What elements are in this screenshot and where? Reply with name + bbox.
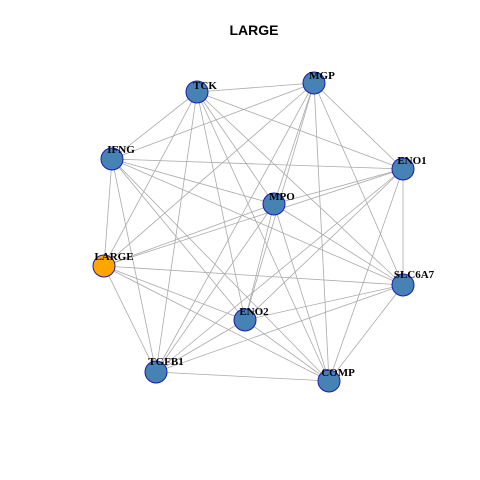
edge-tck-mpo <box>196 91 275 205</box>
edge-ifng-large <box>103 158 113 267</box>
edge-mgp-mpo <box>273 82 315 205</box>
edge-mpo-comp <box>273 203 330 382</box>
edge-tck-comp <box>196 91 330 382</box>
node-label-eno2: ENO2 <box>239 306 269 318</box>
edge-tck-slc6a7 <box>196 91 404 286</box>
edge-slc6a7-eno2 <box>244 284 404 321</box>
edge-slc6a7-tgfb1 <box>155 284 404 373</box>
edge-layer <box>103 82 404 382</box>
edge-tck-tgfb1 <box>155 91 198 373</box>
edge-mgp-large <box>103 82 315 267</box>
edge-eno2-tgfb1 <box>155 319 246 373</box>
node-label-ifng: IFNG <box>107 144 135 156</box>
node-mpo <box>262 192 286 216</box>
edge-eno1-tgfb1 <box>155 168 404 373</box>
edge-mpo-large <box>103 203 275 267</box>
node-label-tck: TCK <box>193 80 217 92</box>
edge-eno1-eno2 <box>244 168 404 321</box>
edge-mgp-tgfb1 <box>155 82 315 373</box>
node-label-large: LARGE <box>94 251 133 263</box>
edge-mgp-eno1 <box>313 82 404 170</box>
edge-ifng-tgfb1 <box>111 158 157 373</box>
node-label-comp: COMP <box>321 367 355 379</box>
edge-eno2-comp <box>244 319 330 382</box>
node-tgfb1 <box>144 360 168 384</box>
edge-mpo-eno2 <box>244 203 275 321</box>
edge-ifng-slc6a7 <box>111 158 404 286</box>
edge-eno1-comp <box>328 168 404 382</box>
edge-ifng-eno2 <box>111 158 246 321</box>
node-label-mgp: MGP <box>309 70 335 82</box>
edge-mgp-comp <box>313 82 330 382</box>
edge-ifng-comp <box>111 158 330 382</box>
node-large <box>92 254 116 278</box>
node-label-slc6a7: SLC6A7 <box>394 269 435 281</box>
edge-tgfb1-comp <box>155 371 330 382</box>
edge-mpo-tgfb1 <box>155 203 275 373</box>
edge-large-eno2 <box>103 265 246 321</box>
node-ifng <box>100 147 124 171</box>
edge-large-slc6a7 <box>103 265 404 286</box>
edge-tck-mgp <box>196 82 315 93</box>
graph-title: LARGE <box>230 22 279 38</box>
node-mgp <box>302 71 326 95</box>
edge-ifng-eno1 <box>111 158 404 170</box>
edge-ifng-mpo <box>111 158 275 205</box>
node-label-tgfb1: TGFB1 <box>148 356 183 368</box>
edge-eno1-large <box>103 168 404 267</box>
node-comp <box>317 369 341 393</box>
edge-tck-large <box>103 91 198 267</box>
edge-mpo-slc6a7 <box>273 203 404 286</box>
node-eno1 <box>391 157 415 181</box>
edge-mgp-slc6a7 <box>313 82 404 286</box>
edge-slc6a7-comp <box>328 284 404 382</box>
node-slc6a7 <box>391 273 415 297</box>
node-eno2 <box>233 308 257 332</box>
node-label-mpo: MPO <box>269 191 295 203</box>
edge-eno1-mpo <box>273 168 404 205</box>
node-label-eno1: ENO1 <box>397 155 426 167</box>
edge-large-tgfb1 <box>103 265 157 373</box>
node-tck <box>185 80 209 104</box>
edge-tck-ifng <box>111 91 198 160</box>
edge-large-comp <box>103 265 330 382</box>
edge-mgp-ifng <box>111 82 315 160</box>
node-layer <box>92 71 415 393</box>
